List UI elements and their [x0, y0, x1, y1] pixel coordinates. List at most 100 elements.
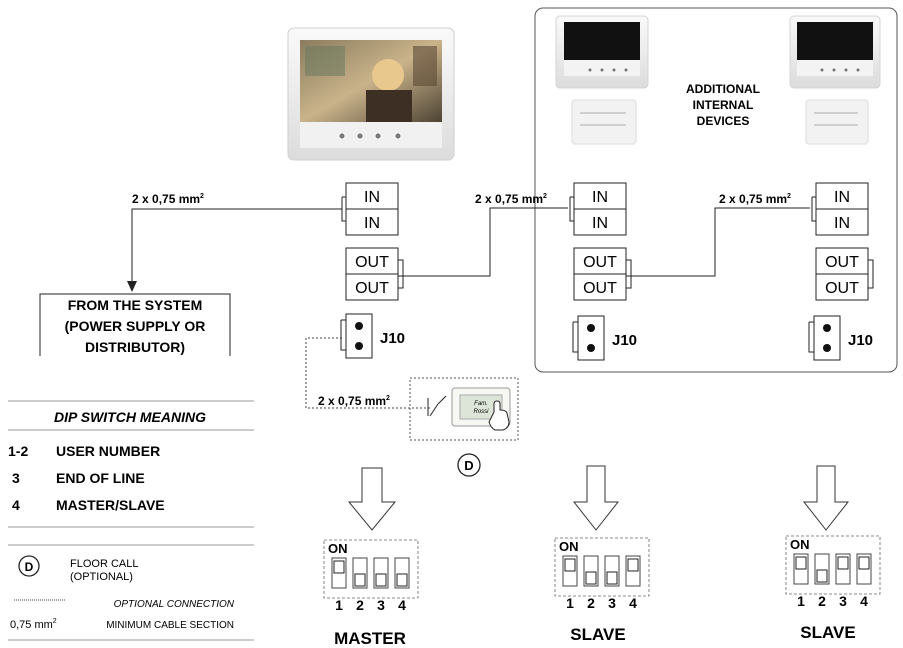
dip-switch-lever[interactable]	[814, 553, 830, 585]
terminal-in: IN	[345, 182, 399, 210]
svg-text:OUT: OUT	[355, 254, 389, 271]
dip-switch-lever[interactable]	[352, 557, 368, 589]
dip-switch-lever[interactable]	[625, 555, 641, 587]
svg-text:2: 2	[818, 593, 826, 609]
svg-text:IN: IN	[364, 189, 380, 206]
wire-system-to-master	[131, 208, 342, 283]
svg-text:INTERNAL: INTERNAL	[693, 98, 754, 112]
svg-text:4: 4	[860, 593, 868, 609]
svg-text:3: 3	[12, 470, 20, 486]
cable-label-1: 2 x 0,75 mm2	[132, 192, 204, 206]
from-system-box: FROM THE SYSTEM (POWER SUPPLY OR DISTRIB…	[39, 293, 231, 356]
dip-switch-lever[interactable]	[331, 557, 347, 589]
optional-connection-wire	[305, 337, 430, 409]
arrows	[347, 465, 850, 531]
dip-switch-lever[interactable]	[583, 555, 599, 587]
svg-text:Rossi: Rossi	[473, 409, 489, 415]
svg-text:(OPTIONAL): (OPTIONAL)	[70, 571, 133, 583]
d-marker-label: D	[464, 458, 473, 473]
terminal-out: OUT	[345, 273, 399, 301]
svg-text:2: 2	[587, 595, 595, 611]
terminal-out: OUT	[815, 247, 869, 275]
terminal-out: OUT	[815, 273, 869, 301]
svg-text:ON: ON	[328, 541, 348, 556]
arrow-down-icon	[802, 465, 850, 531]
svg-text:DEVICES: DEVICES	[697, 114, 750, 128]
legend-d-icon	[18, 555, 40, 577]
additional-interface-1	[571, 99, 637, 145]
terminal-in: IN	[573, 208, 627, 236]
svg-text:ADDITIONAL: ADDITIONAL	[686, 82, 760, 96]
cable-label-3: 2 x 0,75 mm2	[719, 192, 791, 206]
dip-switch-title: SLAVE	[800, 623, 855, 642]
svg-text:D: D	[25, 560, 34, 574]
additional-devices-label: ADDITIONAL INTERNAL DEVICES	[686, 82, 760, 128]
svg-text:IN: IN	[834, 189, 850, 206]
terminal-out: OUT	[573, 273, 627, 301]
svg-text:0,75 mm2: 0,75 mm2	[10, 618, 57, 631]
wire-slave1-to-slave2	[626, 207, 810, 277]
arrow-down-to-system	[127, 281, 137, 292]
dip-switch-lever[interactable]	[562, 555, 578, 587]
svg-text:IN: IN	[834, 215, 850, 232]
dip-switch-lever[interactable]	[835, 553, 851, 585]
svg-text:IN: IN	[592, 189, 608, 206]
additional-monitor-2	[789, 15, 881, 89]
legend-block: D FLOOR CALL (OPTIONAL) OPTIONAL CONNECT…	[8, 544, 254, 641]
svg-text:FLOOR CALL: FLOOR CALL	[70, 558, 138, 570]
terminal-in: IN	[573, 182, 627, 210]
svg-text:OUT: OUT	[825, 280, 859, 297]
svg-text:OUT: OUT	[583, 254, 617, 271]
floor-call-button[interactable]: Fam. Rossi	[451, 387, 511, 431]
svg-text:ON: ON	[790, 537, 810, 552]
svg-text:3: 3	[839, 593, 847, 609]
svg-text:2: 2	[356, 597, 364, 613]
j10-jumper: J10	[572, 315, 637, 361]
svg-text:1: 1	[335, 597, 343, 613]
svg-text:IN: IN	[364, 215, 380, 232]
svg-text:1: 1	[566, 595, 574, 611]
svg-text:ON: ON	[559, 539, 579, 554]
master-monitor	[287, 27, 455, 161]
additional-devices-panel	[534, 7, 898, 373]
j10-jumper: J10	[808, 315, 873, 361]
d-marker	[457, 453, 481, 477]
terminal-out: OUT	[573, 247, 627, 275]
svg-text:MINIMUM CABLE SECTION: MINIMUM CABLE SECTION	[106, 620, 234, 631]
svg-text:1-2: 1-2	[8, 443, 28, 459]
svg-text:J10: J10	[848, 332, 873, 349]
svg-text:END OF LINE: END OF LINE	[56, 470, 145, 486]
wires	[131, 207, 810, 283]
dip-switch-lever[interactable]	[604, 555, 620, 587]
terminal-in: IN	[815, 182, 869, 210]
svg-text:J10: J10	[612, 332, 637, 349]
floor-call-frame	[409, 377, 519, 441]
wire-master-to-slave1	[398, 207, 568, 277]
dip-switch-lever[interactable]	[373, 557, 389, 589]
svg-text:OUT: OUT	[355, 280, 389, 297]
terminal-in: IN	[815, 208, 869, 236]
svg-text:4: 4	[629, 595, 637, 611]
terminal-out: OUT	[345, 247, 399, 275]
svg-text:OPTIONAL CONNECTION: OPTIONAL CONNECTION	[114, 599, 235, 610]
hand-pointer-icon	[488, 400, 510, 431]
terminal-in: IN	[345, 208, 399, 236]
svg-text:OUT: OUT	[583, 280, 617, 297]
j10-jumper: J10	[340, 313, 405, 359]
person-face-icon	[372, 59, 404, 91]
floor-call-switch-icon	[427, 395, 447, 417]
svg-text:OUT: OUT	[825, 254, 859, 271]
dip-switch-title: MASTER	[334, 629, 406, 648]
svg-text:3: 3	[608, 595, 616, 611]
svg-text:4: 4	[12, 497, 20, 513]
cable-label-4: 2 x 0,75 mm2	[318, 394, 390, 408]
dip-meaning-block: DIP SWITCH MEANING 1-2 USER NUMBER 3 END…	[8, 400, 254, 528]
dip-switch-lever[interactable]	[793, 553, 809, 585]
svg-text:DISTRIBUTOR): DISTRIBUTOR)	[85, 339, 185, 355]
dip-switch-lever[interactable]	[394, 557, 410, 589]
dip-switch-lever[interactable]	[856, 553, 872, 585]
